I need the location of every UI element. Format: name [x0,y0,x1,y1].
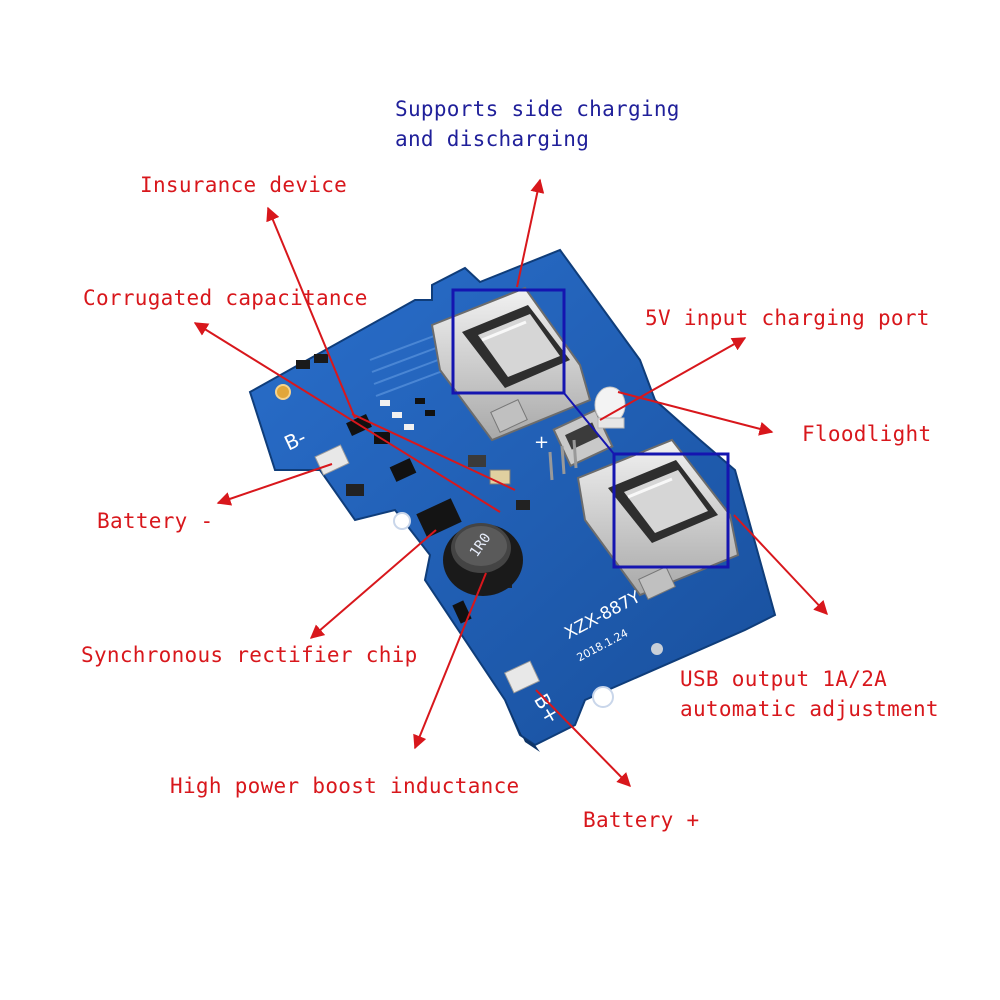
label-sync-rectifier: Synchronous rectifier chip [81,643,418,667]
label-floodlight: Floodlight [802,422,932,446]
arrow-battery-plus [535,689,631,788]
arrow-insurance-device [266,206,356,419]
label-side-charging-line1: Supports side charging [395,97,680,121]
highlight-connector [563,392,615,455]
arrow-corrugated-capacitance-tail [351,413,516,491]
boost-inductor: 1R0 [443,523,523,596]
label-battery-plus: Battery + [583,808,700,832]
label-usb-output-line2: automatic adjustment [680,697,939,721]
arrow-input-port [599,337,747,421]
rectifier-chip [416,498,462,538]
usb-port-bottom [576,438,740,600]
highlight-box-top-usb [451,288,566,395]
arrow-corrugated-capacitance [193,322,501,513]
arrow-sync-rectifier [309,529,437,639]
arrow-boost-inductance [413,572,487,750]
svg-text:+: + [534,432,549,453]
arrow-floodlight [617,391,774,436]
usb-port-top [430,286,592,442]
highlight-box-bottom-usb [612,452,730,569]
pcb-board: 1R0 B- B+ XZX-887Y 2018.1.24 + [248,248,777,752]
label-boost-inductance: High power boost inductance [170,774,520,798]
label-usb-output-line1: USB output 1A/2A [680,667,888,691]
label-corrugated-capacitance: Corrugated capacitance [83,286,368,310]
arrow-side-charging [516,178,545,288]
label-input-port: 5V input charging port [645,306,930,330]
arrow-battery-minus [216,463,333,506]
label-side-charging-line2: and discharging [395,127,590,151]
label-insurance-device: Insurance device [140,173,348,197]
label-battery-minus: Battery - [97,509,214,533]
arrow-usb-output [733,514,828,616]
